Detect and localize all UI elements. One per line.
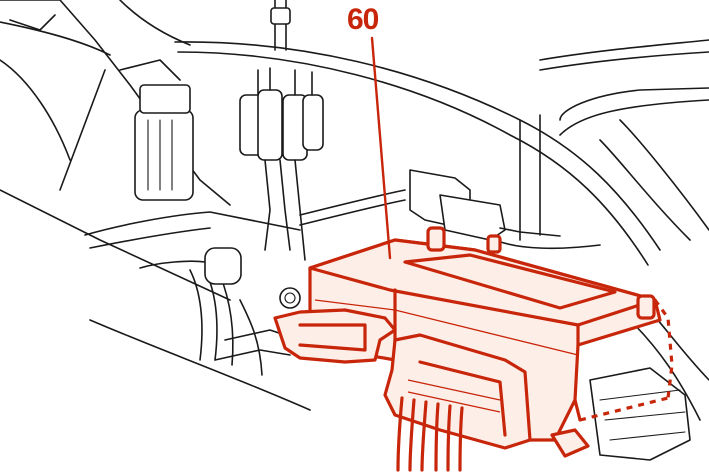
callout-leader-line xyxy=(370,36,392,260)
callout-number: 60 xyxy=(347,3,379,36)
background-line-art xyxy=(0,0,709,461)
ecu-module-highlight xyxy=(273,226,674,472)
